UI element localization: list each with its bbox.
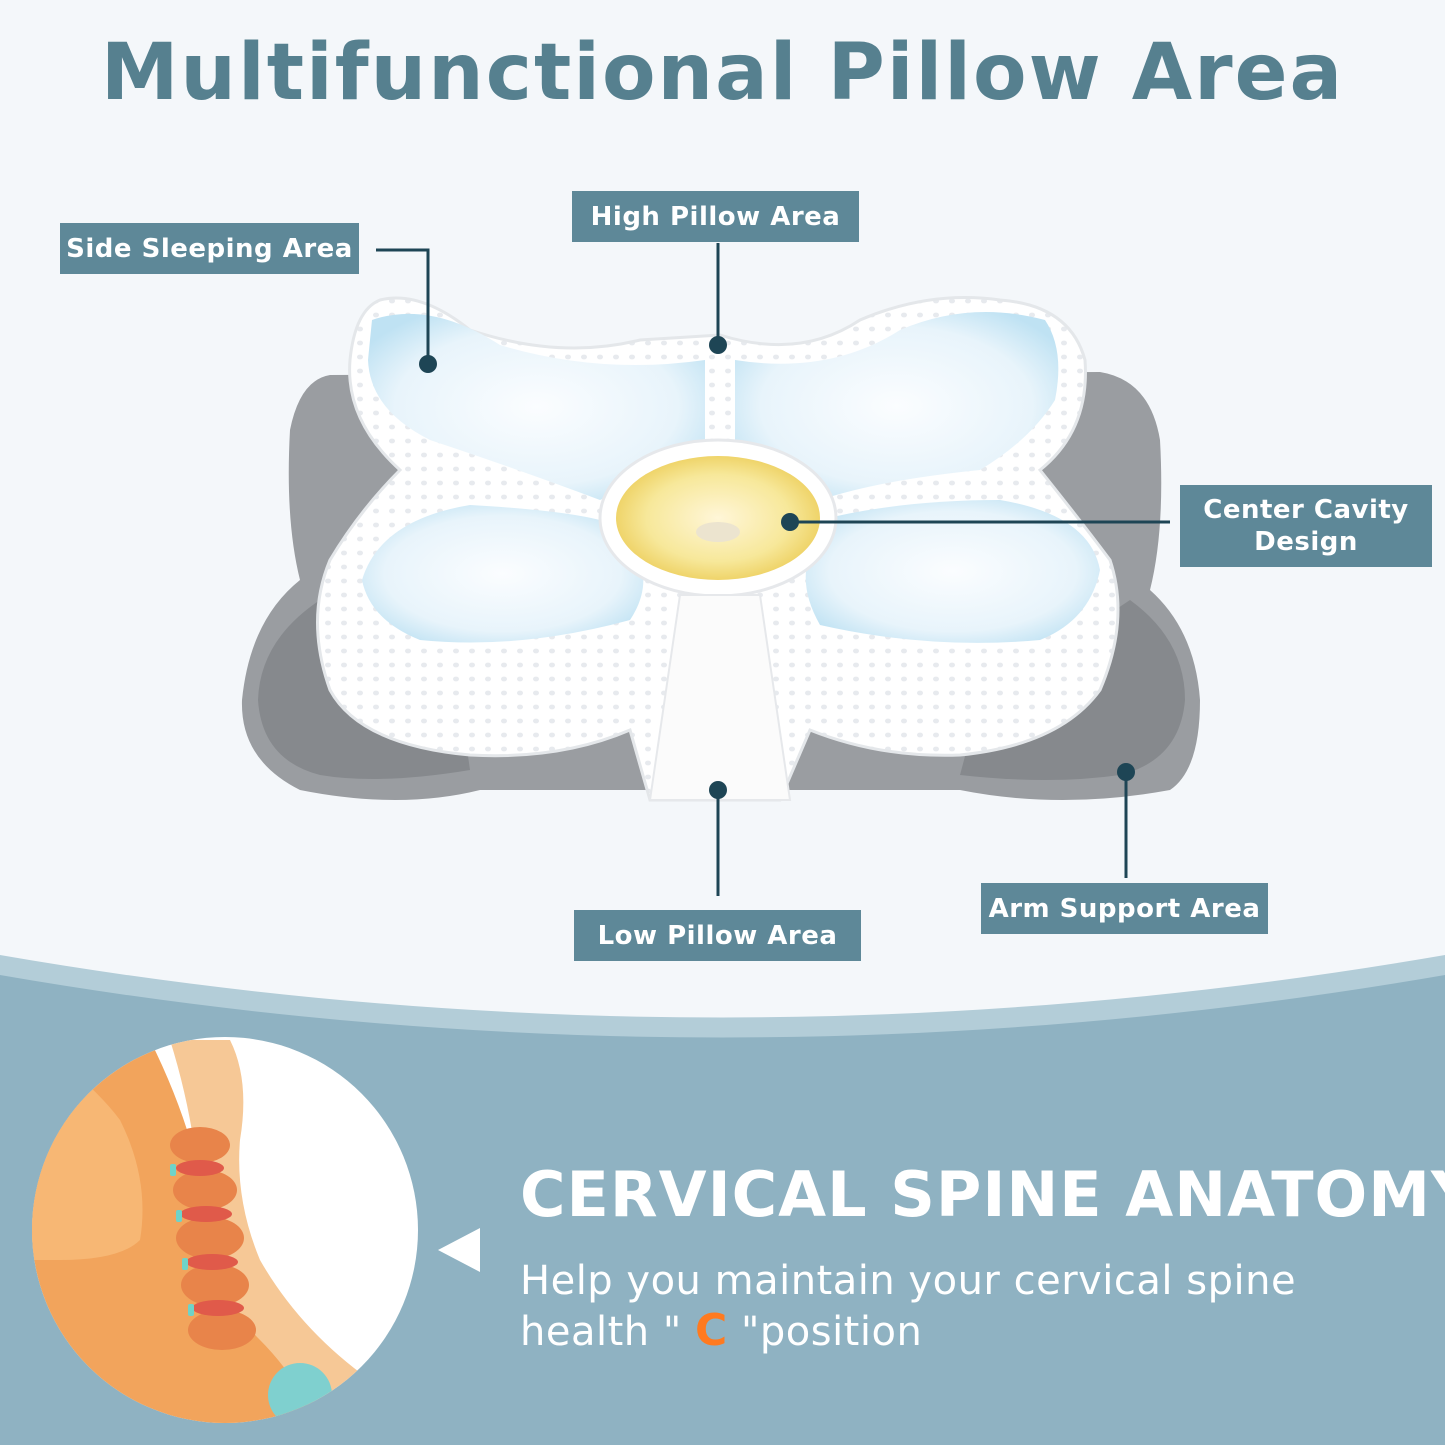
desc-line1: Help you maintain your cervical spine xyxy=(520,1258,1297,1304)
desc-line2-start: health " xyxy=(520,1309,695,1355)
anatomy-description: Help you maintain your cervical spine he… xyxy=(520,1257,1400,1357)
desc-line2-end: "position xyxy=(727,1309,923,1355)
label-center-cavity-line2: Design xyxy=(1254,527,1358,557)
marker-arm xyxy=(1117,763,1135,781)
petal-bottom-right xyxy=(805,500,1100,643)
label-high-pillow-text: High Pillow Area xyxy=(590,201,841,232)
center-cavity-dimple xyxy=(696,522,740,542)
marker-low xyxy=(709,781,727,799)
page-title: Multifunctional Pillow Area xyxy=(100,28,1345,118)
label-side-sleeping-area: Side Sleeping Area xyxy=(60,223,359,274)
label-low-pillow-text: Low Pillow Area xyxy=(597,920,838,951)
label-center-cavity-design: Center Cavity Design xyxy=(1180,485,1432,567)
marker-high xyxy=(709,336,727,354)
label-arm-support-area: Arm Support Area xyxy=(981,883,1268,934)
petal-bottom-left xyxy=(362,505,644,643)
label-high-pillow-area: High Pillow Area xyxy=(572,191,859,242)
connector-side xyxy=(376,248,430,363)
marker-side xyxy=(419,355,437,373)
label-side-sleeping-text: Side Sleeping Area xyxy=(66,233,353,264)
anatomy-heading: CERVICAL SPINE ANATOMY xyxy=(520,1158,1445,1231)
front-low-strip xyxy=(648,594,792,801)
label-center-cavity-line1: Center Cavity xyxy=(1203,495,1409,525)
petal-top-right xyxy=(735,312,1059,500)
desc-accent-c: C xyxy=(694,1305,728,1356)
center-cavity xyxy=(616,456,820,580)
petal-top-left xyxy=(368,313,705,500)
label-arm-support-text: Arm Support Area xyxy=(988,893,1261,924)
left-triangle-icon xyxy=(438,1228,480,1272)
label-low-pillow-area: Low Pillow Area xyxy=(574,910,861,961)
marker-center xyxy=(781,513,799,531)
